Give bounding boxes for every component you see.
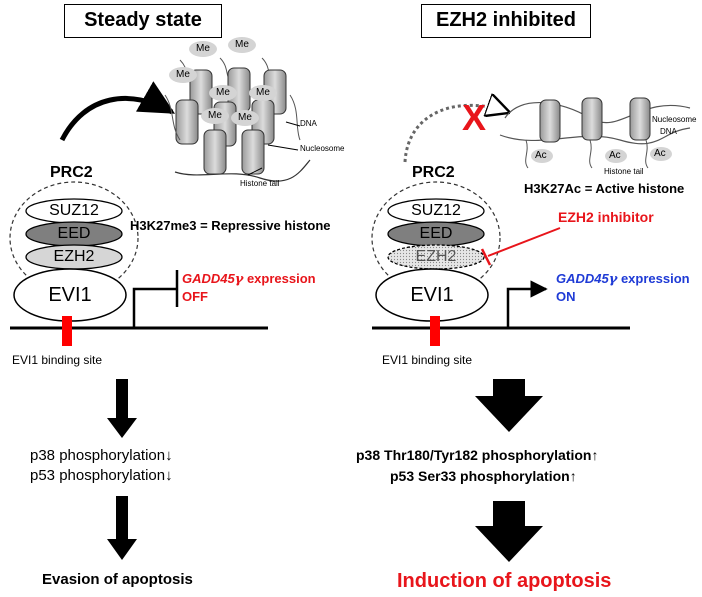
me-mark-2: Me [235,39,249,50]
gene-expression-left: GADD45γ expression [182,272,316,286]
prc2-label-right: PRC2 [412,164,455,181]
tail-label-left: Histone tail [240,179,280,188]
effect-2-right: p53 Ser33 phosphorylation↑ [390,468,577,484]
gene-state-on: ON [556,289,576,304]
histone-label-right: H3K27Ac = Active histone [524,181,685,196]
gene-suffix-right: expression [617,271,690,286]
me-mark-1: Me [196,43,210,54]
gene-suffix-left: expression [243,271,316,286]
gene-state-off: OFF [182,289,208,304]
histone-label-left: H3K27me3 = Repressive histone [130,218,331,233]
tail-label-right: Histone tail [604,167,644,176]
me-mark-6: Me [208,110,222,121]
gene-name-left: GADD45 [182,271,235,286]
prc2-label-left: PRC2 [50,164,93,181]
me-mark-7: Me [238,112,252,123]
evi1-label-left: EVI1 [48,284,92,306]
arrow-left-2 [107,496,137,560]
gene-expression-right: GADD45γ expression [556,272,690,286]
nucleosome-cluster-methylated [164,37,311,182]
title-steady-state: Steady state [64,4,222,38]
arrow-right-2 [475,501,543,562]
me-mark-4: Me [216,87,230,98]
ezh2-label-left: EZH2 [53,248,95,265]
binding-site-label-right: EVI1 binding site [382,353,473,367]
promoter-left [132,287,176,328]
me-mark-3: Me [176,69,190,80]
ac-mark-3: Ac [654,148,666,159]
title-ezh2-inhibited: EZH2 inhibited [421,4,591,38]
nucleosome-row-acetylated [499,97,691,169]
blocked-arrow [403,105,508,163]
arrow-right-1 [475,379,543,432]
eed-label-right: EED [419,225,453,242]
eed-label-left: EED [57,225,91,242]
outcome-left: Evasion of apoptosis [42,571,193,588]
ac-mark-1: Ac [535,150,547,161]
evi1-label-right: EVI1 [410,284,454,306]
inhibitor-label: EZH2 inhibitor [558,209,654,225]
suz12-label-right: SUZ12 [411,202,461,219]
dna-label-right: DNA [660,127,677,136]
binding-site-left [62,316,72,346]
effect-1-right: p38 Thr180/Tyr182 phosphorylation↑ [356,447,599,463]
gene-name-right: GADD45 [556,271,609,286]
ezh2-label-right: EZH2 [415,248,457,265]
binding-site-label-left: EVI1 binding site [12,353,103,367]
ac-mark-2: Ac [609,150,621,161]
arrow-left-1 [107,379,137,438]
binding-site-right [430,316,440,346]
gene-greek-left: γ [234,272,244,287]
methylation-arrow [59,81,176,142]
blocked-x: X [462,97,487,138]
suz12-label-left: SUZ12 [49,202,99,219]
dna-label-left: DNA [300,119,317,128]
outcome-right: Induction of apoptosis [397,570,612,592]
nucleosome-label-left: Nucleosome [300,144,345,153]
nucleosome-label-right: Nucleosome [652,115,697,124]
effect-1-left: p38 phosphorylation↓ [30,447,173,464]
gene-greek-right: γ [608,272,618,287]
effect-2-left: p53 phosphorylation↓ [30,467,173,484]
me-mark-5: Me [256,87,270,98]
promoter-right [506,280,548,328]
inhibitor-line [487,227,561,257]
inhibitor-bar [480,248,492,266]
